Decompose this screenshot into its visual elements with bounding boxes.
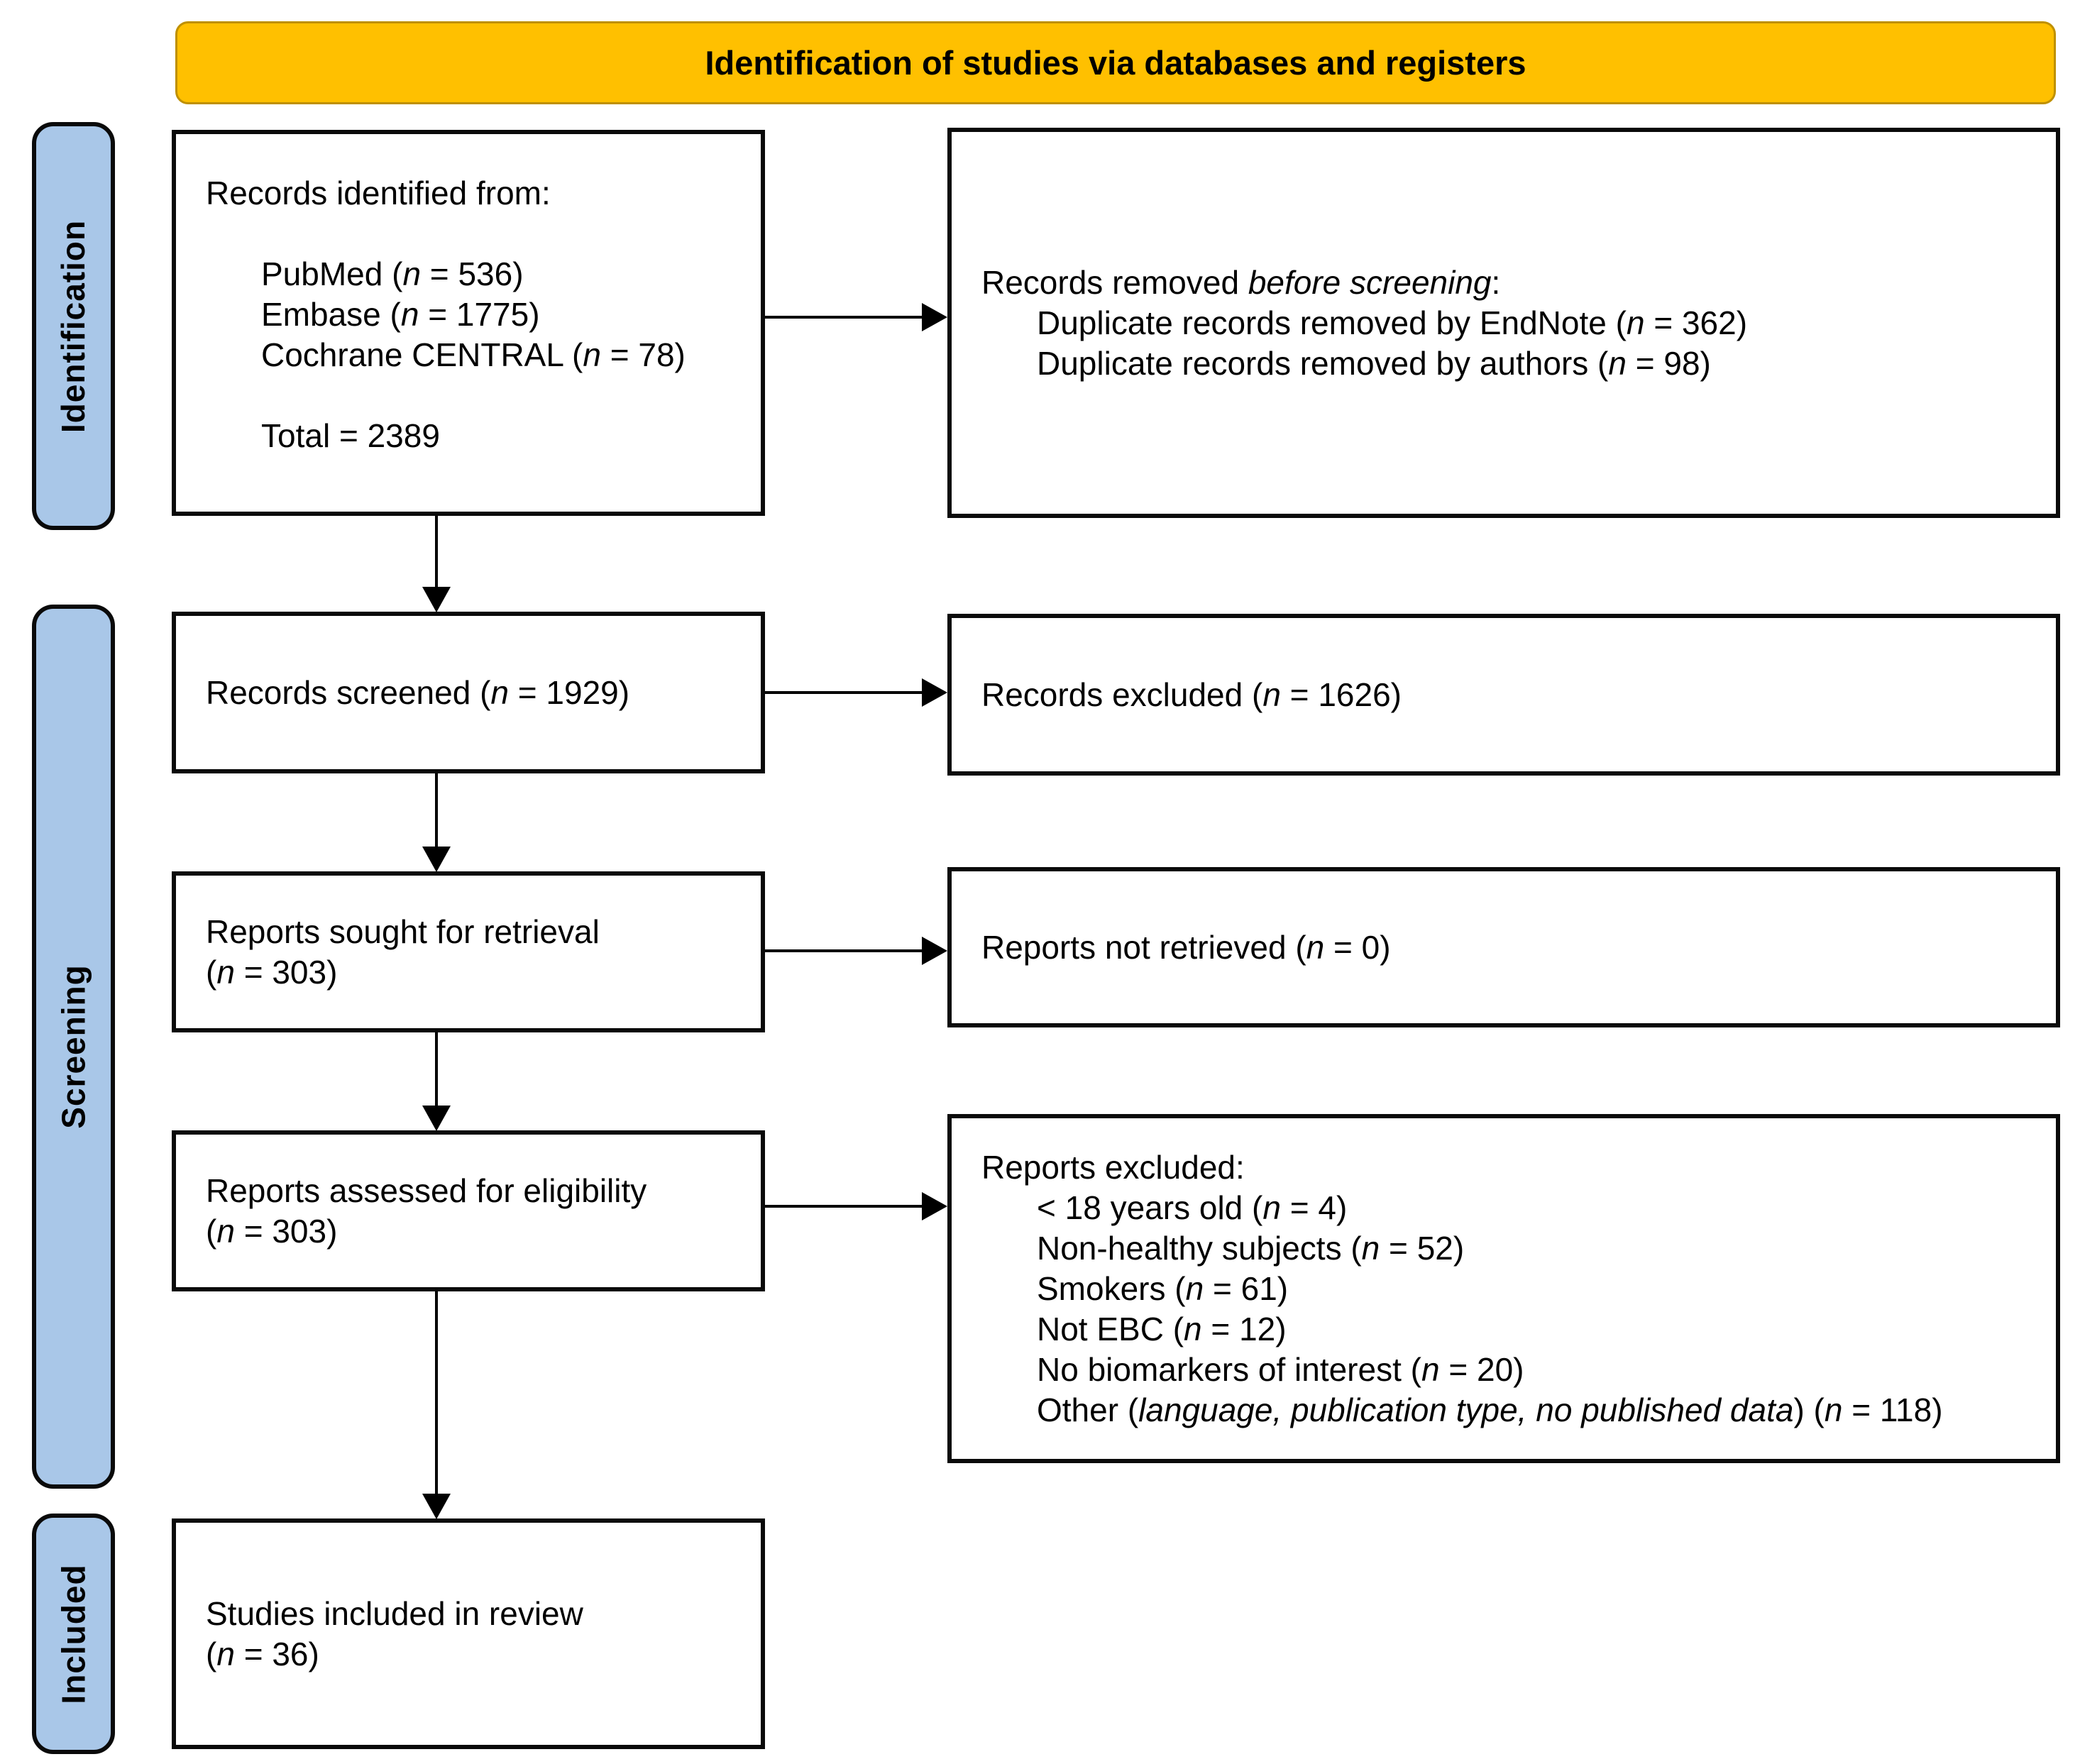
arrow-identified-to-screened-head [422, 587, 451, 612]
box-text-line: Records removed before screening: [981, 263, 1501, 301]
box-reports-assessed-for-eligibility: Reports assessed for eligibility(n = 303… [172, 1130, 765, 1291]
arrow-screened-to-sought-line [435, 773, 438, 847]
box-text-line: Reports excluded: [981, 1148, 1245, 1186]
banner-title: Identification of studies via databases … [705, 44, 1526, 82]
arrow-screened-to-excluded-head [922, 678, 947, 707]
arrow-identified-to-screened-line [435, 516, 438, 587]
box-text-line: Duplicate records removed by EndNote (n … [1037, 304, 1748, 341]
box-text-line: Cochrane CENTRAL (n = 78) [261, 336, 686, 373]
box-text-line: Records excluded (n = 1626) [981, 676, 1402, 713]
box-text-line [206, 214, 747, 254]
box-reports-not-retrieved: Reports not retrieved (n = 0) [947, 867, 2060, 1027]
arrow-identified-to-removed-line [765, 316, 923, 319]
box-text-line: (n = 303) [206, 1212, 338, 1250]
box-text-line: Total = 2389 [261, 417, 440, 454]
arrow-screened-to-excluded-line [765, 691, 923, 694]
stage-label-screening: Screening [32, 605, 115, 1489]
box-reports-sought-for-retrieval: Reports sought for retrieval(n = 303) [172, 871, 765, 1032]
arrow-sought-to-assessed-head [422, 1106, 451, 1131]
arrow-identified-to-removed-head [922, 303, 947, 331]
box-text-line: Smokers (n = 61) [1037, 1269, 1289, 1307]
box-text-line: Records identified from: [206, 175, 551, 211]
box-text-line: (n = 303) [206, 953, 338, 991]
box-records-removed-before-screening: Records removed before screening:Duplica… [947, 128, 2060, 518]
box-text-line: Reports sought for retrieval [206, 913, 600, 950]
stage-label-identification: Identification [32, 122, 115, 530]
box-records-screened: Records screened (n = 1929) [172, 612, 765, 773]
arrow-sought-to-notretrieved-line [765, 949, 923, 952]
arrow-assessed-to-included-head [422, 1494, 451, 1519]
stage-label-identification-text: Identification [55, 219, 92, 433]
arrow-assessed-to-excluded-line [765, 1205, 923, 1208]
box-reports-excluded-reasons: Reports excluded:< 18 years old (n = 4)N… [947, 1114, 2060, 1463]
box-text-line: (n = 36) [206, 1635, 319, 1672]
box-text-line: Reports not retrieved (n = 0) [981, 928, 1391, 966]
box-text-line [206, 375, 747, 416]
box-text-line: PubMed (n = 536) [261, 255, 524, 292]
arrow-assessed-to-excluded-head [922, 1192, 947, 1220]
stage-label-included: Included [32, 1514, 115, 1754]
arrow-assessed-to-included-line [435, 1291, 438, 1494]
box-text-line: Duplicate records removed by authors (n … [1037, 344, 1711, 382]
box-text-line: Other (language, publication type, no pu… [1037, 1391, 1943, 1428]
box-text-line: Reports assessed for eligibility [206, 1172, 647, 1209]
box-studies-included-in-review: Studies included in review(n = 36) [172, 1518, 765, 1749]
stage-label-included-text: Included [55, 1563, 92, 1704]
box-text-line: Studies included in review [206, 1594, 583, 1632]
box-text-line: No biomarkers of interest (n = 20) [1037, 1350, 1524, 1388]
arrow-sought-to-notretrieved-head [922, 937, 947, 965]
banner-identification-of-studies: Identification of studies via databases … [175, 21, 2056, 104]
box-text-line: Not EBC (n = 12) [1037, 1310, 1287, 1347]
arrow-screened-to-sought-head [422, 847, 451, 872]
box-text-line: < 18 years old (n = 4) [1037, 1189, 1348, 1226]
stage-label-screening-text: Screening [55, 964, 92, 1129]
arrow-sought-to-assessed-line [435, 1032, 438, 1106]
box-text-line: Records screened (n = 1929) [206, 673, 630, 711]
box-text-line: Embase (n = 1775) [261, 296, 540, 333]
box-records-excluded: Records excluded (n = 1626) [947, 614, 2060, 776]
box-records-identified: Records identified from: PubMed (n = 536… [172, 130, 765, 516]
box-text-line: Non-healthy subjects (n = 52) [1037, 1229, 1465, 1267]
